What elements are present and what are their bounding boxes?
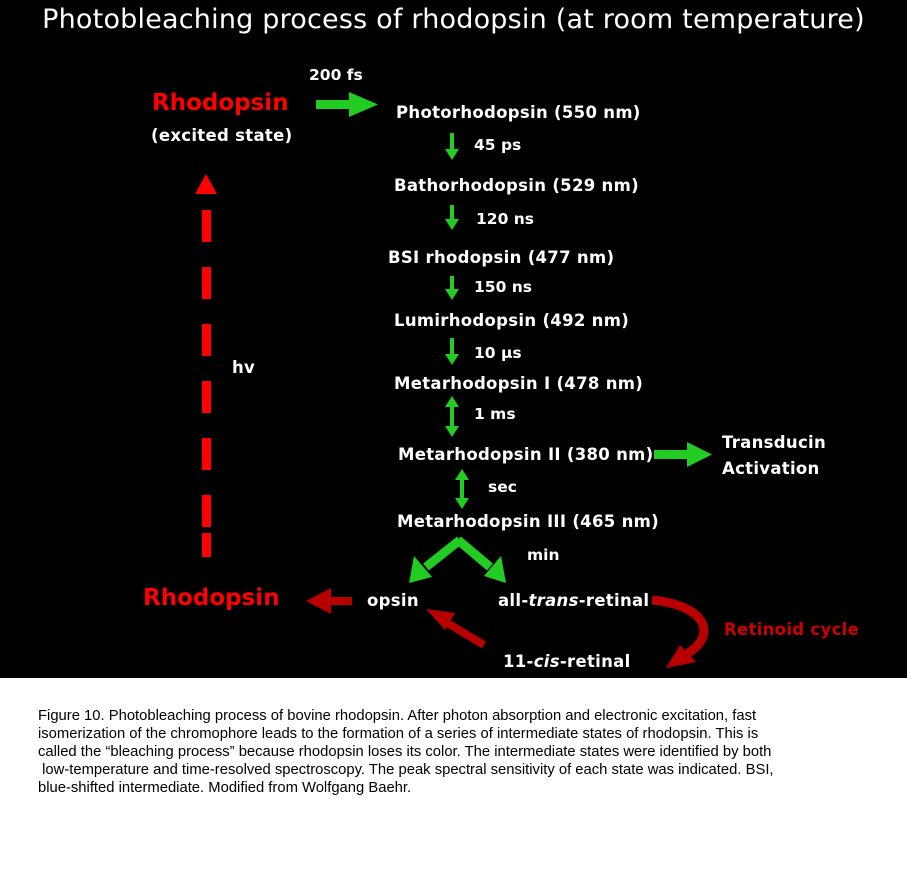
all-trans-retinal-label: all-trans-retinal [498,591,649,610]
hv-label: hv [232,358,256,377]
time-min: min [527,546,560,564]
caption-line-4: low-temperature and time-resolved spectr… [38,762,774,778]
rhodopsin-excited-label: Rhodopsin [152,90,289,116]
time-200fs: 200 fs [309,66,363,84]
cis-italic: cis [533,652,560,671]
time-sec: sec [488,478,517,496]
arrow-meta3-to-opsin [409,536,463,583]
time-150ns: 150 ns [474,278,533,296]
all-trans-suffix: -retinal [578,591,650,610]
arrow-batho-to-bsi [445,205,459,230]
cis-suffix: -retinal [559,652,631,671]
cis-prefix: 11- [503,652,534,671]
time-120ns: 120 ns [476,210,535,228]
arrow-lumi-to-meta1 [445,338,459,365]
metarhodopsin-1-label: Metarhodopsin I (478 nm) [394,374,644,393]
time-10us: 10 µs [474,344,522,362]
retinoid-cycle-label: Retinoid cycle [724,620,860,639]
arrow-meta1-meta2-equilibrium [445,396,459,437]
11-cis-retinal-label: 11-cis-retinal [503,652,631,671]
arrow-meta2-meta3-equilibrium [455,469,469,509]
bathorhodopsin-label: Bathorhodopsin (529 nm) [394,176,639,195]
opsin-label: opsin [367,591,419,610]
diagram-title: Photobleaching process of rhodopsin (at … [42,4,865,35]
excited-state-label: (excited state) [151,126,293,145]
rhodopsin-ground-label: Rhodopsin [143,585,280,611]
time-1ms: 1 ms [474,405,516,423]
arrow-cis-retinal-to-opsin [426,609,487,649]
caption-line-1: Figure 10. Photobleaching process of bov… [38,708,757,724]
photorhodopsin-label: Photorhodopsin (550 nm) [396,103,641,122]
retinoid-cycle-arrow [651,595,709,668]
bsi-rhodopsin-label: BSI rhodopsin (477 nm) [388,248,615,267]
lumirhodopsin-label: Lumirhodopsin (492 nm) [394,311,630,330]
metarhodopsin-2-label: Metarhodopsin II (380 nm) [398,445,654,464]
arrow-opsin-to-rhodopsin [306,588,352,614]
arrow-bsi-to-lumi [445,276,459,300]
time-45ps: 45 ps [474,136,522,154]
diagram-panel: Photobleaching process of rhodopsin (at … [0,0,907,678]
transducin-label: Transducin [722,433,827,452]
figure-caption: Figure 10. Photobleaching process of bov… [38,707,878,797]
metarhodopsin-3-label: Metarhodopsin III (465 nm) [397,512,659,531]
caption-line-2: isomerization of the chromophore leads t… [38,726,759,742]
activation-label: Activation [722,459,820,478]
caption-line-5: blue-shifted intermediate. Modified from… [38,780,412,796]
all-trans-italic: trans [528,591,579,610]
dashed-photon-arrow [195,174,217,557]
arrow-excited-to-photorhodopsin [316,92,378,117]
caption-line-3: called the “bleaching process” because r… [38,744,772,760]
arrow-meta2-to-transducin [654,442,712,467]
arrow-meta3-to-all-trans [455,536,506,583]
arrow-photo-to-batho [445,133,459,160]
diagram-arrows [195,92,712,668]
all-trans-prefix: all- [498,591,529,610]
